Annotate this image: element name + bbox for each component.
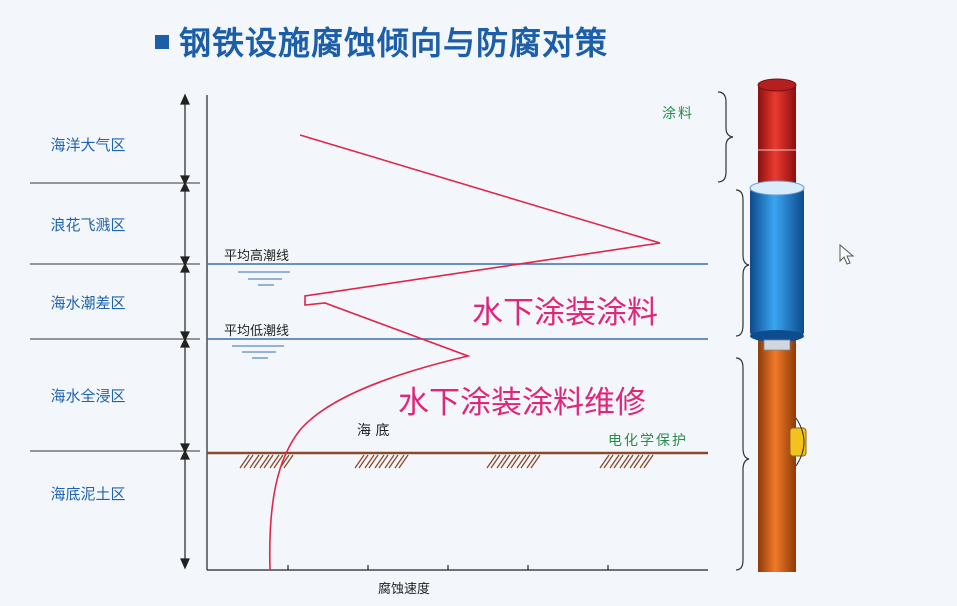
- mean-low-tide-label: 平均低潮线: [224, 324, 290, 339]
- underwater-coating-label: 水下涂装涂料: [472, 295, 658, 331]
- mouse-cursor-icon: [839, 243, 855, 265]
- mean-high-tide-line: [207, 263, 708, 286]
- seabed-label: 海 底: [357, 423, 390, 439]
- steel-pile: [749, 78, 807, 572]
- mean-low-tide-line: [207, 338, 708, 359]
- corrosion-rate-curve: [268, 134, 661, 571]
- seabed-hatch-group: [599, 454, 654, 469]
- zone-label-seabed-mud: 海底泥土区: [50, 485, 126, 503]
- chart-axes: [206, 95, 708, 571]
- seabed-hatch-group: [354, 454, 409, 469]
- mean-high-tide-label: 平均高潮线: [224, 249, 290, 264]
- zone-label-tidal: 海水潮差区: [50, 294, 126, 312]
- underwater-coating-brace: [735, 189, 750, 337]
- zone-dimension-axis: [180, 93, 190, 570]
- x-axis-label: 腐蚀速度: [378, 582, 431, 597]
- seabed-hatches: [239, 454, 654, 469]
- coating-brace: [717, 91, 734, 183]
- title-text: 钢铁设施腐蚀倾向与防腐对策: [179, 24, 609, 62]
- underwater-coating-repair-label: 水下涂装涂料维修: [398, 385, 646, 421]
- seabed-hatch-group: [486, 454, 541, 469]
- title-bullet-icon: [155, 35, 169, 49]
- cathodic-protection-label: 电化学保护: [608, 433, 688, 449]
- page-title: 钢铁设施腐蚀倾向与防腐对策: [155, 18, 608, 64]
- zone-label-splash: 浪花飞溅区: [50, 216, 126, 234]
- zone-dividers: [30, 182, 200, 452]
- zone-label-marine-atmosphere: 海洋大气区: [50, 136, 126, 154]
- cathodic-protection-brace: [735, 357, 750, 571]
- zone-label-immersion: 海水全浸区: [50, 387, 126, 405]
- coating-label: 涂料: [662, 106, 694, 122]
